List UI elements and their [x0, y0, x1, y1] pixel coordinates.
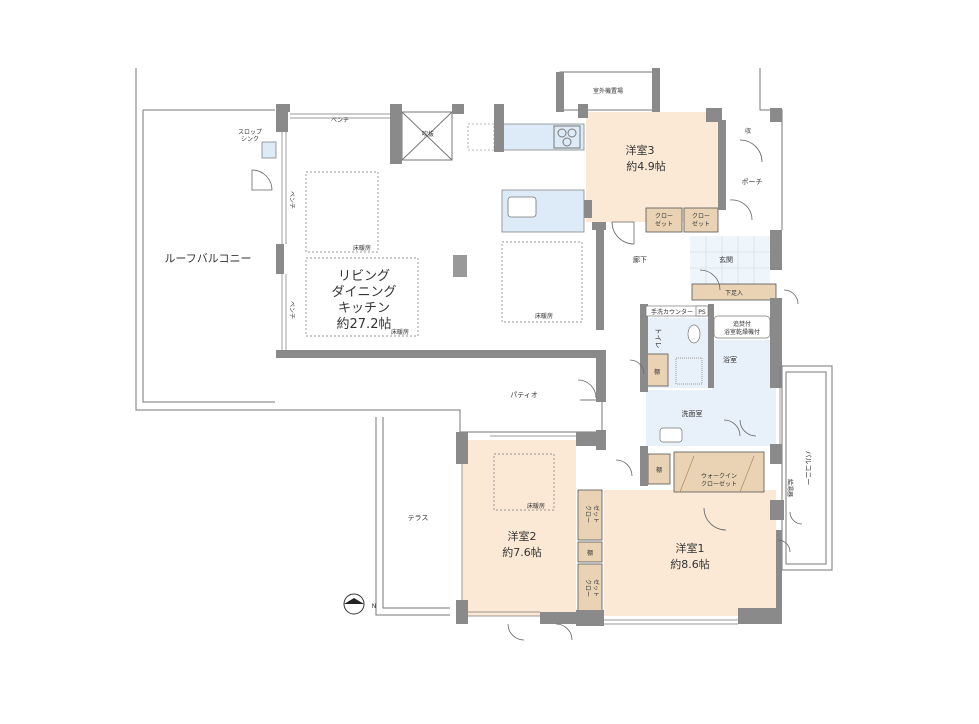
closet3b-label-1: クロー [692, 213, 710, 220]
closet3b [683, 207, 719, 233]
closet2-mid [577, 541, 603, 563]
floor-heat-zone-2 [305, 257, 419, 337]
reheat-label: 追焚付 [733, 320, 751, 328]
living-floor [284, 112, 602, 358]
room1-size: 約8.6帖 [670, 557, 710, 571]
shoe-cabinet-label: 下足入 [725, 290, 743, 297]
stove-burner-2 [567, 128, 577, 138]
stairwell-label: 吹抜 [422, 130, 434, 138]
stairwell-box [467, 123, 495, 151]
bench-side-label-2: ベンチ [288, 301, 295, 319]
north-arrow-icon [344, 598, 364, 604]
shelf-label-3: 棚 [587, 549, 593, 557]
slop-sink [261, 141, 277, 159]
floor-heat-zone-3 [501, 241, 583, 323]
walkin-closet-hatch [679, 455, 755, 493]
outdoor-unit-post-right [652, 68, 660, 112]
balcony-right [781, 365, 833, 571]
shelf-label-2: 棚 [656, 466, 662, 474]
porch-label: ポーチ [742, 178, 763, 186]
shoe-cabinet [691, 283, 777, 301]
corridor-label: 廊下 [633, 255, 647, 264]
washroom-label: 洗面室 [682, 409, 703, 418]
roof-balcony-inner [142, 110, 275, 403]
entrance-floor [690, 236, 770, 284]
floor-heat-2: 床暖房 [391, 328, 409, 336]
balcony-right-inner [785, 371, 827, 565]
mailbox-label: 収 [745, 128, 751, 135]
north-label: N [372, 603, 377, 610]
closet2a-label-2: ゼット [592, 505, 600, 523]
floor-drain [675, 357, 703, 385]
closet3a [645, 207, 683, 233]
closet2b-label-2: ゼット [592, 579, 600, 597]
room2-size: 約7.6帖 [502, 545, 542, 559]
living-column [453, 255, 467, 277]
closet2a [577, 489, 603, 541]
bench-side-label-1: ベンチ [288, 191, 295, 209]
room1-floor [604, 490, 776, 616]
room2-label: 洋室2 [508, 529, 537, 543]
floor-heat-zone-4 [493, 453, 555, 511]
stove-burner-1 [557, 128, 567, 138]
bench-top-label: ベンチ [331, 117, 349, 124]
stairwell-x2 [401, 111, 453, 161]
walkin-label-2: クローゼット [701, 480, 737, 488]
closet3b-label-2: ゼット [692, 220, 710, 228]
outdoor-unit-post-left [556, 72, 564, 112]
stove-burner-3 [562, 137, 572, 147]
terrace-label: テラス [408, 514, 429, 522]
window-lines [281, 113, 781, 625]
terrace-outline [375, 417, 450, 616]
floor-heat-3: 床暖房 [535, 312, 553, 320]
terrace-inner [382, 417, 450, 609]
porch-outline [759, 68, 783, 230]
wash-basin [659, 427, 683, 443]
kitchen-sink [507, 196, 537, 218]
balcony-label: バルコニー [804, 451, 812, 486]
slop-label-2: シンク [241, 136, 259, 143]
closet2b-label-1: クロー [584, 579, 591, 597]
living-label-2: ダイニング [331, 285, 396, 300]
shelf-label-1: 棚 [654, 368, 660, 376]
patio-label: パティオ [510, 391, 538, 399]
bathtub [713, 315, 771, 339]
entrance-label: 玄関 [719, 255, 733, 264]
doors [251, 139, 803, 641]
entrance-tile-grid [690, 236, 770, 284]
walkin-closet [673, 451, 765, 493]
living-label-3: キッチン [338, 301, 390, 316]
bath-floor [712, 340, 776, 390]
wash-counter-label: 手洗カウンター [651, 308, 693, 316]
walkin-label-1: ウォークイン [701, 472, 737, 480]
closet3a-label-1: クロー [655, 213, 673, 220]
bath-label: 浴室 [723, 355, 737, 364]
floor-heat-1: 床暖房 [353, 244, 371, 252]
floor-heat-4: 床暖房 [527, 502, 545, 510]
walls [276, 104, 784, 626]
slop-label-1: スロップ [238, 129, 262, 136]
ps-box [695, 305, 709, 317]
closet2b [577, 563, 603, 613]
living-label-1: リビング [338, 269, 390, 284]
closet2a-label-1: クロー [584, 505, 591, 523]
room2-floor [462, 440, 576, 616]
room3-floor [586, 112, 718, 222]
outdoor-unit-label: 室外機置場 [593, 87, 623, 95]
room3-label: 洋室3 [626, 143, 655, 157]
roof-balcony-label: ルーフバルコニー [164, 252, 251, 265]
room1-label: 洋室1 [676, 541, 705, 555]
bath-dryer-label: 浴室乾燥機付 [724, 328, 760, 336]
floor-heat-zone-1 [305, 171, 379, 253]
stove-frame [553, 125, 581, 149]
water-heater-label: 給湯器 [786, 479, 794, 497]
toilet-label: トイレ [654, 328, 662, 349]
toilet-fixture [687, 324, 701, 344]
living-size: 約27.2帖 [337, 317, 392, 332]
room3-size: 約4.9帖 [626, 159, 666, 173]
closet3a-label-2: ゼット [655, 220, 673, 228]
ps-label: PS [698, 309, 706, 316]
